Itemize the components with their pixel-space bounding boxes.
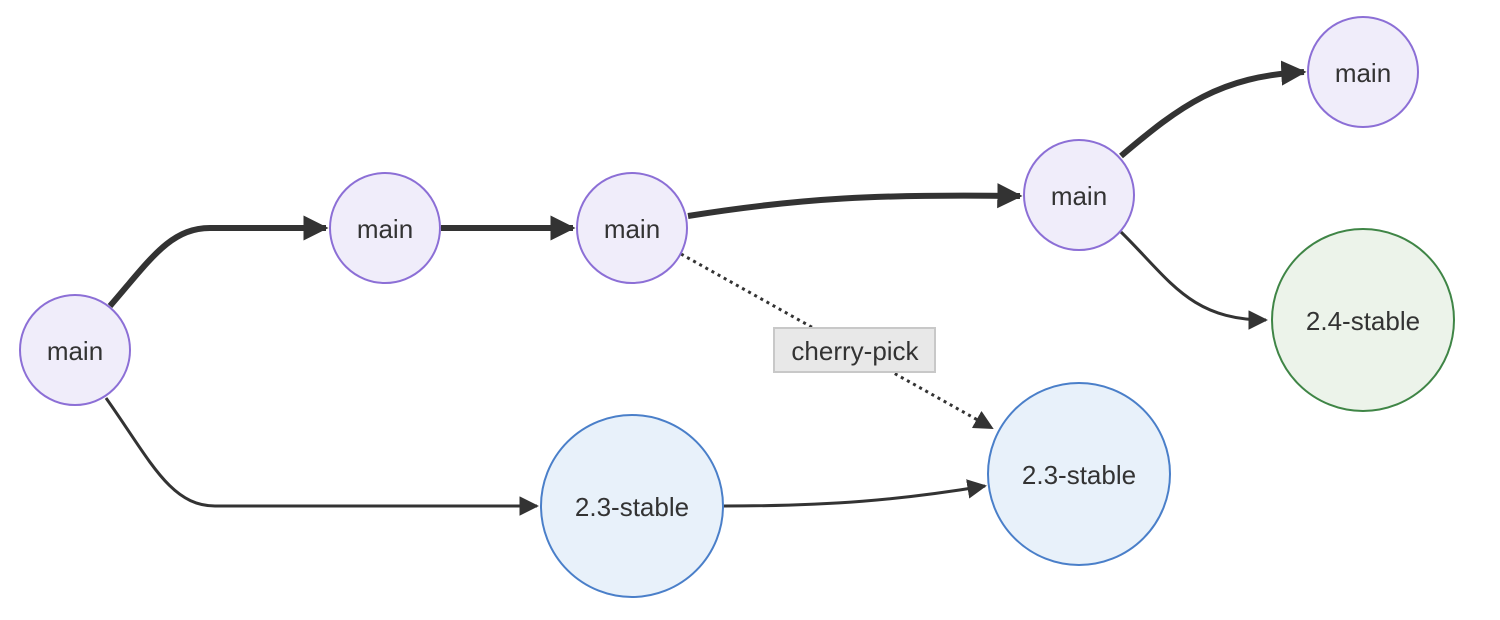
edge-n4-n5 [1119, 60, 1307, 159]
node-circle [19, 294, 131, 406]
node-main-3: main [576, 172, 688, 284]
node-label: main [1051, 181, 1107, 211]
node-main-5: main [1307, 16, 1419, 128]
node-label: 2.3-stable [575, 492, 689, 522]
node-circle [576, 172, 688, 284]
node-label: main [357, 214, 413, 244]
node-circle [540, 414, 724, 598]
node-circle [987, 382, 1171, 566]
edges [104, 60, 1307, 516]
node-main-2: main [329, 172, 441, 284]
node-label: 2.4-stable [1306, 306, 1420, 336]
node-main-1: main [19, 294, 131, 406]
node-circle [329, 172, 441, 284]
edge-label-cherry-pick: cherry-pick [773, 327, 936, 373]
edge-n3-n7-dotted [680, 252, 994, 430]
edge-n6-n7 [723, 479, 987, 508]
edge-n4-n8 [1119, 230, 1268, 330]
node-label: 2.3-stable [1022, 460, 1136, 490]
node-circle [1307, 16, 1419, 128]
edge-label-inner [779, 333, 930, 367]
edge-n3-n4 [687, 183, 1023, 219]
node-circle [1271, 228, 1455, 412]
node-2-3-stable-2: 2.3-stable [987, 382, 1171, 566]
node-2-3-stable-1: 2.3-stable [540, 414, 724, 598]
node-2-4-stable: 2.4-stable [1271, 228, 1455, 412]
node-label: main [604, 214, 660, 244]
node-circle [1023, 139, 1135, 251]
node-label: main [47, 336, 103, 366]
node-main-4: main [1023, 139, 1135, 251]
edge-label-text: cherry-pick [791, 336, 919, 366]
node-label: main [1335, 58, 1391, 88]
nodes: main main main main main 2.3-stable 2.3-… [19, 16, 1455, 598]
edge-n1-n2 [107, 215, 329, 308]
edge-n1-n6 [104, 397, 539, 516]
